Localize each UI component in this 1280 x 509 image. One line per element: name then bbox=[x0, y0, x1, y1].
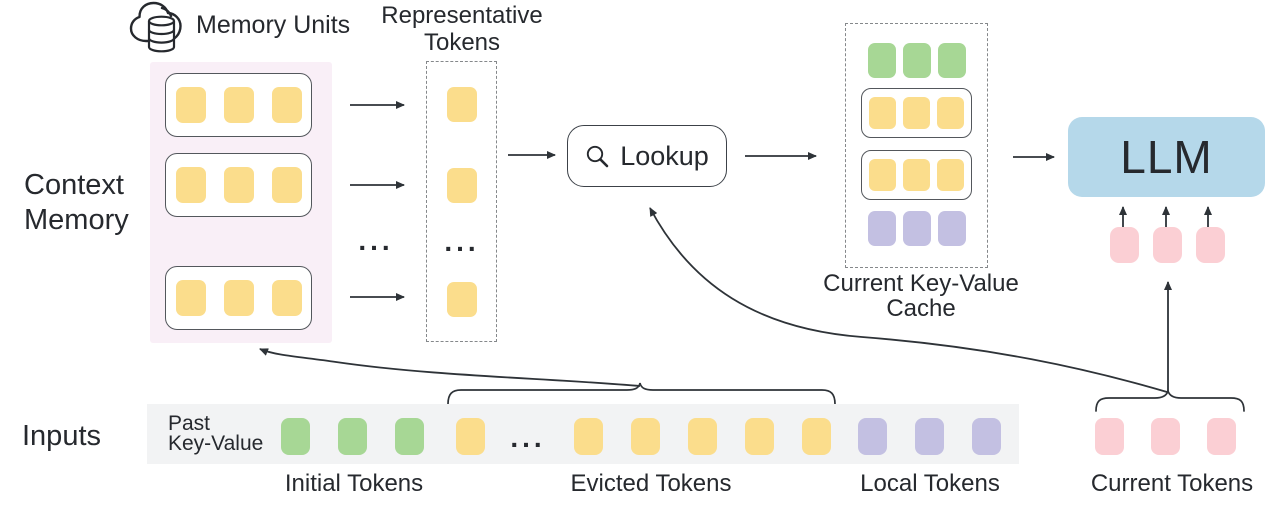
evicted-token bbox=[745, 418, 774, 455]
llm-input-tokens-row bbox=[1110, 227, 1225, 263]
ellipsis-arrows: ... bbox=[358, 225, 394, 256]
past-key-value-label: Past Key-Value bbox=[168, 412, 264, 455]
representative-token bbox=[447, 282, 477, 317]
memory-units-label: Memory Units bbox=[196, 11, 351, 39]
representative-token-slot bbox=[447, 168, 477, 203]
initial-tokens-label: Initial Tokens bbox=[284, 470, 424, 497]
llm-box: LLM bbox=[1068, 117, 1265, 197]
lookup-label: Lookup bbox=[620, 140, 709, 171]
initial-token bbox=[938, 43, 966, 78]
evicted-token bbox=[574, 418, 603, 455]
memory-units-cloud-database-icon bbox=[125, 0, 195, 57]
memory-token bbox=[903, 159, 930, 191]
memory-token bbox=[271, 167, 302, 203]
evicted-tokens-label: Evicted Tokens bbox=[570, 470, 732, 497]
current-kv-cache-box bbox=[845, 23, 988, 268]
memory-unit bbox=[165, 153, 312, 217]
context-memory-box: ... bbox=[150, 62, 332, 343]
initial-token bbox=[903, 43, 931, 78]
representative-tokens-box: ... bbox=[426, 61, 497, 342]
current-token bbox=[1196, 227, 1225, 263]
memory-unit bbox=[165, 73, 312, 137]
initial-token bbox=[281, 418, 310, 455]
initial-token bbox=[338, 418, 367, 455]
ellipsis-representative: ... bbox=[444, 226, 480, 257]
inputs-label: Inputs bbox=[22, 420, 101, 452]
evicted-token bbox=[802, 418, 831, 455]
initial-token bbox=[868, 43, 896, 78]
memory-token bbox=[175, 280, 206, 316]
memory-token bbox=[271, 280, 302, 316]
lookup-button: Lookup bbox=[567, 125, 727, 187]
cache-initial-tokens-row bbox=[868, 43, 966, 78]
ellipsis-evicted: ... bbox=[510, 422, 546, 453]
memory-token bbox=[223, 87, 254, 123]
local-token bbox=[868, 211, 896, 246]
memory-token bbox=[937, 159, 964, 191]
representative-token bbox=[447, 168, 477, 203]
local-token bbox=[903, 211, 931, 246]
current-token bbox=[1207, 418, 1236, 455]
memory-token bbox=[175, 167, 206, 203]
current-tokens-label: Current Tokens bbox=[1090, 470, 1254, 497]
memory-token bbox=[271, 87, 302, 123]
memory-unit bbox=[165, 266, 312, 330]
memory-token bbox=[175, 87, 206, 123]
memory-token bbox=[903, 97, 930, 129]
current-token bbox=[1095, 418, 1124, 455]
local-token bbox=[915, 418, 944, 455]
memory-token bbox=[869, 97, 896, 129]
local-token bbox=[938, 211, 966, 246]
representative-token bbox=[447, 87, 477, 122]
cache-memory-unit bbox=[861, 150, 972, 200]
evicted-token bbox=[456, 418, 485, 455]
initial-token bbox=[395, 418, 424, 455]
evicted-tokens-group bbox=[456, 418, 485, 455]
local-tokens-group bbox=[858, 418, 1001, 455]
memory-token bbox=[223, 167, 254, 203]
current-token bbox=[1110, 227, 1139, 263]
local-token bbox=[972, 418, 1001, 455]
cache-local-tokens-row bbox=[868, 211, 966, 246]
evicted-token bbox=[631, 418, 660, 455]
current-token bbox=[1153, 227, 1182, 263]
initial-tokens-group bbox=[281, 418, 424, 455]
memory-token bbox=[223, 280, 254, 316]
current-tokens-group bbox=[1095, 418, 1236, 455]
memory-token bbox=[937, 97, 964, 129]
llm-label: LLM bbox=[1120, 131, 1213, 183]
past-key-value-strip: Past Key-Value ... bbox=[147, 404, 1019, 464]
cache-memory-unit bbox=[861, 88, 972, 138]
local-token bbox=[858, 418, 887, 455]
search-icon bbox=[585, 144, 610, 169]
representative-tokens-label: Representative Tokens bbox=[381, 2, 543, 56]
representative-token-slot bbox=[447, 87, 477, 122]
memory-token bbox=[869, 159, 896, 191]
local-tokens-label: Local Tokens bbox=[860, 470, 1000, 497]
representative-token-slot bbox=[447, 282, 477, 317]
current-token bbox=[1151, 418, 1180, 455]
current-kv-cache-label: Current Key-Value Cache bbox=[823, 270, 1019, 322]
evicted-tokens-group bbox=[574, 418, 831, 455]
context-memory-label: Context Memory bbox=[24, 169, 129, 236]
evicted-token bbox=[688, 418, 717, 455]
